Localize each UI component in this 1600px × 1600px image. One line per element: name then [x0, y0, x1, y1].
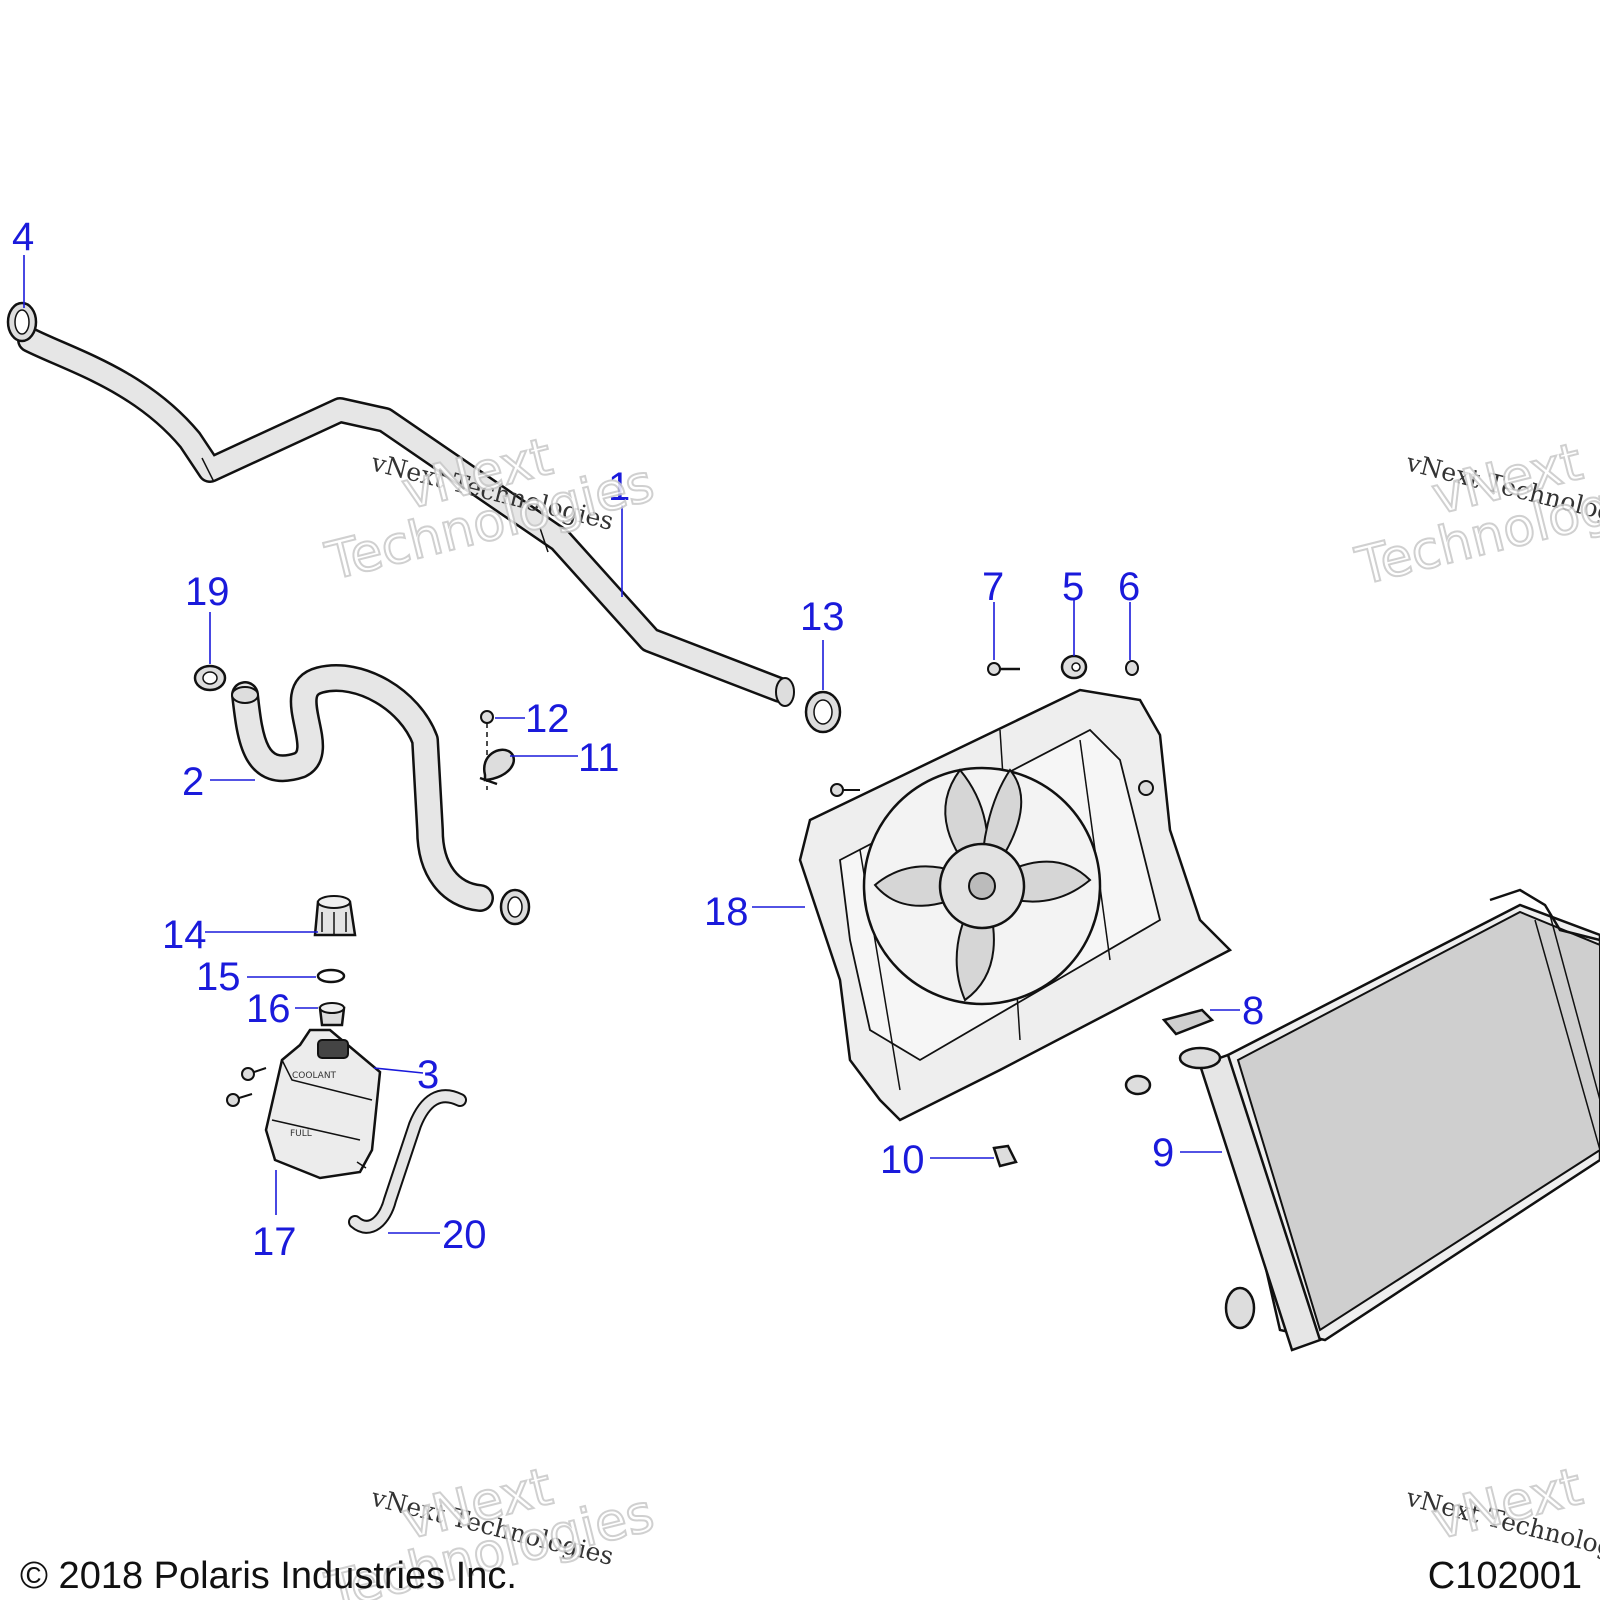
callout-5: 5	[1062, 565, 1084, 609]
svg-text:COOLANT: COOLANT	[292, 1071, 337, 1081]
callout-3: 3	[417, 1053, 439, 1097]
leader-lines	[23, 255, 1240, 1234]
drawing-id: C102001	[1428, 1555, 1582, 1597]
callout-12: 12	[525, 697, 570, 741]
callout-1: 1	[608, 465, 630, 509]
reservoir-cap-14	[313, 895, 357, 937]
grommet-10	[992, 1144, 1018, 1168]
rubber-pad-8	[1161, 1008, 1215, 1036]
callout-16: 16	[246, 987, 291, 1031]
callout-9: 9	[1152, 1131, 1174, 1175]
shroud-screws	[830, 780, 1154, 797]
callout-18: 18	[704, 890, 749, 934]
copyright-notice: © 2018 Polaris Industries Inc.	[20, 1555, 517, 1597]
reservoir-screws	[226, 1067, 267, 1107]
callout-13: 13	[800, 595, 845, 639]
callout-15: 15	[196, 955, 241, 999]
hose-clamp-4	[6, 301, 38, 343]
bolt-7	[987, 662, 1020, 676]
callout-10: 10	[880, 1138, 925, 1182]
overflow-hose-20	[348, 1089, 467, 1234]
callout-17: 17	[252, 1220, 297, 1264]
svg-text:FULL: FULL	[290, 1129, 312, 1139]
cooling-fan	[862, 766, 1102, 1006]
hose-clamp-13	[804, 690, 842, 734]
coolant-hose-upper	[17, 327, 795, 707]
callout-19: 19	[185, 570, 230, 614]
hose-clamp-19	[193, 664, 227, 692]
callout-7: 7	[982, 565, 1004, 609]
callout-20: 20	[442, 1213, 487, 1257]
callout-11: 11	[578, 736, 620, 780]
p-clamp-11	[479, 748, 516, 786]
plug-16	[318, 1002, 346, 1027]
callout-14: 14	[162, 913, 207, 957]
coolant-reservoir-17: COOLANT FULL	[264, 1028, 382, 1180]
callout-8: 8	[1242, 989, 1264, 1033]
radiator-9	[1178, 888, 1600, 1352]
callout-4: 4	[12, 215, 34, 259]
callouts: 1 2 3 4 5 6 7 8 9 10 11 12 13 14 15 16 1…	[12, 215, 1264, 1264]
grommet-5	[1060, 654, 1088, 680]
coolant-hose-lower	[231, 664, 494, 912]
callout-6: 6	[1118, 565, 1140, 609]
radiator-grommet	[1124, 1074, 1152, 1096]
seal-ring-15	[316, 968, 346, 984]
nut-6	[1125, 660, 1139, 676]
callout-2: 2	[182, 760, 204, 804]
hose-clamp-lower	[499, 888, 531, 926]
